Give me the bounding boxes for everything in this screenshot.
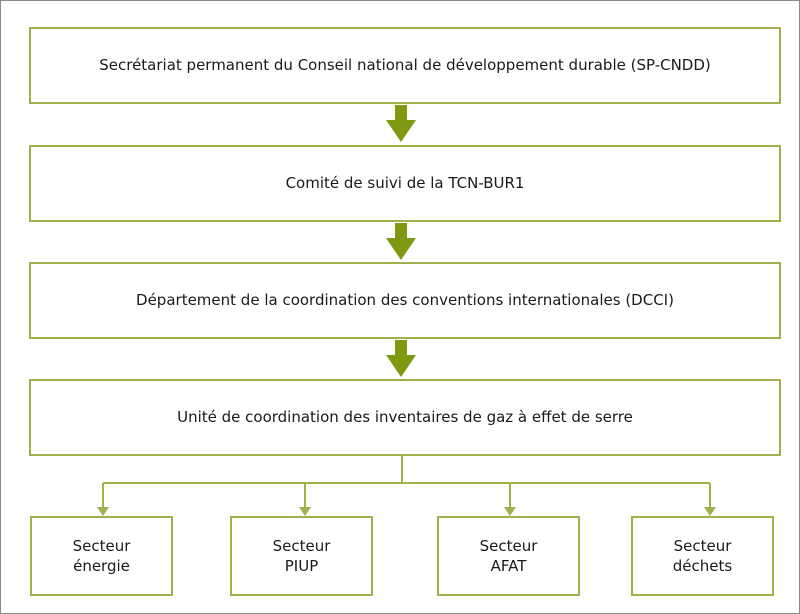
branch-connectors bbox=[102, 456, 711, 508]
arrow-2 bbox=[386, 223, 416, 260]
secteur-afat-line1: Secteur bbox=[479, 536, 538, 555]
secteur-energie-line1: Secteur bbox=[72, 536, 131, 555]
box-unite-coordination: Unité de coordination des inventaires de… bbox=[29, 379, 781, 456]
secteur-piup-line1: Secteur bbox=[272, 536, 331, 555]
box-secteur-piup: Secteur PIUP bbox=[230, 516, 373, 596]
box-unite-coordination-label: Unité de coordination des inventaires de… bbox=[177, 408, 633, 427]
box-comite-suivi-label: Comité de suivi de la TCN-BUR1 bbox=[285, 174, 525, 193]
box-dcci-label: Département de la coordination des conve… bbox=[136, 291, 674, 310]
secteur-dechets-line1: Secteur bbox=[673, 536, 732, 555]
box-sp-cndd-label: Secrétariat permanent du Conseil nationa… bbox=[99, 56, 711, 75]
box-secteur-energie: Secteur énergie bbox=[30, 516, 173, 596]
branch-arrowheads bbox=[97, 507, 716, 516]
box-secteur-dechets: Secteur déchets bbox=[631, 516, 774, 596]
box-dcci: Département de la coordination des conve… bbox=[29, 262, 781, 339]
arrow-3 bbox=[386, 340, 416, 377]
box-comite-suivi: Comité de suivi de la TCN-BUR1 bbox=[29, 145, 781, 222]
box-sp-cndd: Secrétariat permanent du Conseil nationa… bbox=[29, 27, 781, 104]
secteur-energie-line2: énergie bbox=[73, 557, 130, 575]
arrow-1 bbox=[386, 105, 416, 142]
secteur-afat-line2: AFAT bbox=[490, 557, 527, 575]
secteur-piup-line2: PIUP bbox=[284, 557, 319, 575]
box-secteur-afat: Secteur AFAT bbox=[437, 516, 580, 596]
secteur-dechets-line2: déchets bbox=[672, 557, 733, 575]
